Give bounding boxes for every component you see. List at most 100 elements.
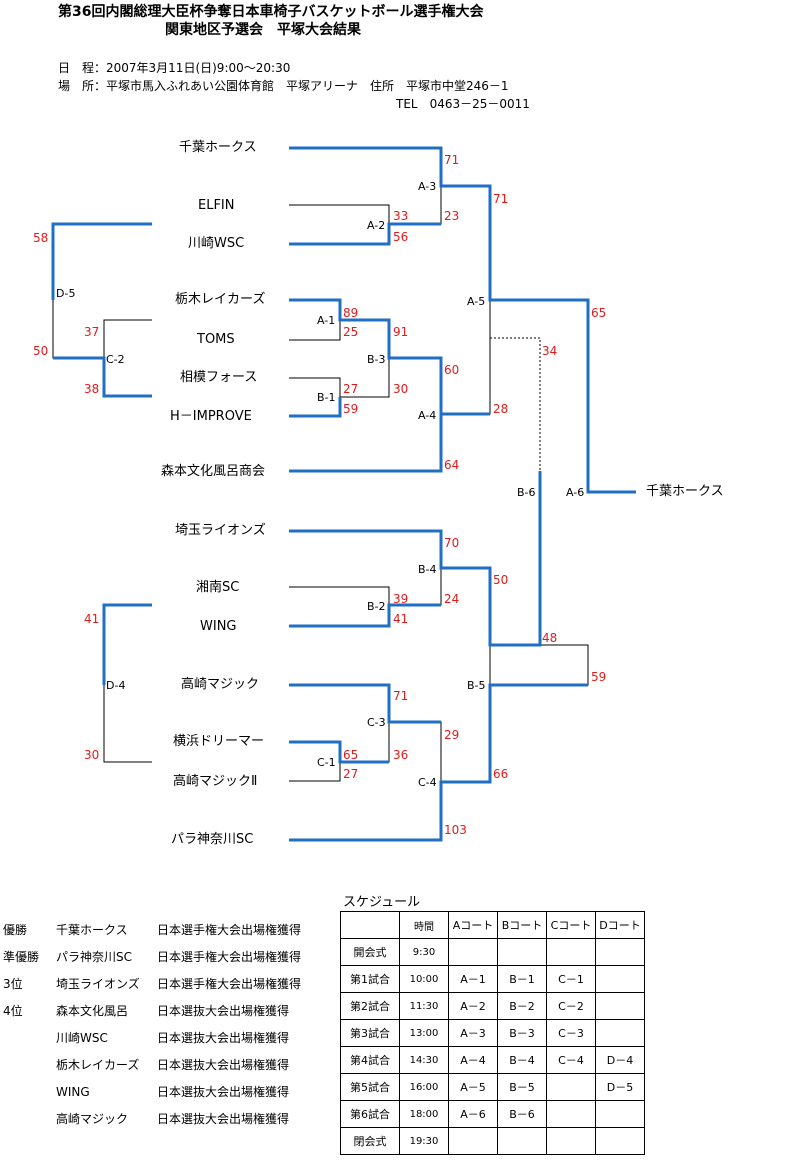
schedule-cell: 19:30: [399, 1127, 449, 1155]
schedule-cell: 第5試合: [340, 1073, 400, 1101]
score-c1-top: 65: [343, 748, 359, 762]
winner-path-chiba: [289, 146, 636, 494]
schedule-cell: 第2試合: [340, 992, 400, 1020]
match-code-a3: A-3: [418, 180, 437, 193]
team-para-kanagawa: パラ神奈川SC: [171, 832, 254, 847]
schedule-cell: [546, 938, 596, 966]
schedule-cell: 9:30: [399, 938, 449, 966]
match-code-b5: B-5: [467, 679, 486, 692]
match-code-c1: C-1: [317, 756, 336, 769]
result-team: 埼玉ライオンズ: [56, 977, 140, 991]
schedule-cell: 13:00: [399, 1019, 449, 1047]
line-elfin: [289, 204, 390, 224]
score-a1-bot: 25: [343, 325, 359, 339]
result-rank: 準優勝: [3, 950, 40, 964]
tournament-bracket: [51, 146, 636, 842]
match-code-a5: A-5: [467, 295, 486, 308]
result-note: 日本選手権大会出場権獲得: [157, 977, 302, 991]
match-code-b3: B-3: [367, 353, 386, 366]
score-c1-bot: 27: [343, 767, 359, 781]
team-toms: TOMS: [197, 332, 235, 347]
match-code-a2: A-2: [367, 219, 386, 232]
score-a2-bot: 56: [393, 230, 409, 244]
bracket-winner-lines: [51, 146, 636, 842]
result-note: 日本選抜大会出場権獲得: [157, 1112, 290, 1126]
result-team: 川崎WSC: [56, 1031, 108, 1045]
schedule-cell: [497, 938, 547, 966]
score-b4-top: 70: [444, 536, 460, 550]
schedule-header-cell: Aコート: [448, 911, 498, 939]
team-elfin: ELFIN: [198, 198, 235, 213]
winner-path-yokohama: [289, 740, 389, 764]
schedule-cell: B－6: [497, 1100, 547, 1128]
winner-path-himprove: [289, 397, 342, 418]
team-morimoto: 森本文化風呂商会: [161, 464, 266, 479]
score-a1-top: 89: [343, 306, 359, 320]
schedule-cell: C－3: [546, 1019, 596, 1047]
score-c2-bot: 38: [84, 382, 100, 396]
score-a5-bot: 28: [493, 402, 509, 416]
date-label: 日 程：: [58, 61, 107, 75]
score-a6-bot: 59: [591, 670, 607, 684]
result-team: WING: [56, 1085, 90, 1099]
score-b3-bot: 30: [393, 382, 409, 396]
schedule-cell: C－4: [546, 1046, 596, 1074]
result-note: 日本選抜大会出場権獲得: [157, 1031, 290, 1045]
schedule-cell: [448, 1127, 498, 1155]
score-a3-top: 71: [444, 153, 460, 167]
schedule-cell: 開会式: [340, 938, 400, 966]
team-takasaki-magic: 高崎マジック: [181, 677, 260, 692]
schedule-cell: A－5: [448, 1073, 498, 1101]
score-a2-top: 33: [393, 209, 409, 223]
schedule-cell: A－4: [448, 1046, 498, 1074]
match-code-b4: B-4: [418, 563, 437, 576]
schedule-header-cell: Dコート: [595, 911, 645, 939]
schedule-cell: [595, 1127, 645, 1155]
schedule-cell: D－5: [595, 1073, 645, 1101]
schedule-cell: [595, 1100, 645, 1128]
schedule-cell: [497, 1127, 547, 1155]
schedule-cell: B－4: [497, 1046, 547, 1074]
place-label: 場 所：: [58, 79, 107, 93]
line-sagami: [289, 377, 341, 397]
result-team: 森本文化風呂: [56, 1004, 129, 1018]
schedule-cell: 閉会式: [340, 1127, 400, 1155]
schedule-title: スケジュール: [343, 895, 421, 910]
event-place: 平塚市馬入ふれあい公園体育館 平塚アリーナ 住所 平塚市中堂246－1: [106, 79, 509, 93]
score-d4-bot: 30: [84, 748, 100, 762]
schedule-cell: [595, 1019, 645, 1047]
schedule-cell: A－6: [448, 1100, 498, 1128]
score-c4-top: 29: [444, 728, 460, 742]
schedule-cell: A－3: [448, 1019, 498, 1047]
score-c3-top: 71: [393, 689, 409, 703]
winner-path-d4-top: [102, 603, 152, 685]
schedule-cell: B－2: [497, 992, 547, 1020]
match-code-a6: A-6: [566, 486, 585, 499]
team-wing: WING: [200, 619, 237, 634]
team-takasaki-magic-2: 高崎マジックⅡ: [173, 774, 258, 789]
schedule-header-cell: Bコート: [497, 911, 547, 939]
winner-path-kawasaki: [289, 222, 441, 246]
winner-path-tochigi: [289, 298, 443, 414]
line-b3-bot: [340, 358, 390, 398]
line-a6-bot: [490, 644, 589, 686]
schedule-cell: [546, 1100, 596, 1128]
match-code-a1: A-1: [317, 314, 336, 327]
score-d5-top: 58: [33, 231, 49, 245]
result-team: 栃木レイカーズ: [56, 1058, 140, 1072]
line-d4-bot: [103, 685, 152, 763]
schedule-header-cell: [340, 911, 400, 939]
team-tochigi: 栃木レイカーズ: [175, 292, 266, 307]
winner-path-morimoto: [289, 412, 490, 473]
score-b6-bot: 48: [542, 631, 558, 645]
score-c2-top: 37: [84, 325, 100, 339]
line-shonan: [289, 586, 390, 605]
result-note: 日本選抜大会出場権獲得: [157, 1058, 290, 1072]
line-takasaki2: [289, 762, 341, 782]
